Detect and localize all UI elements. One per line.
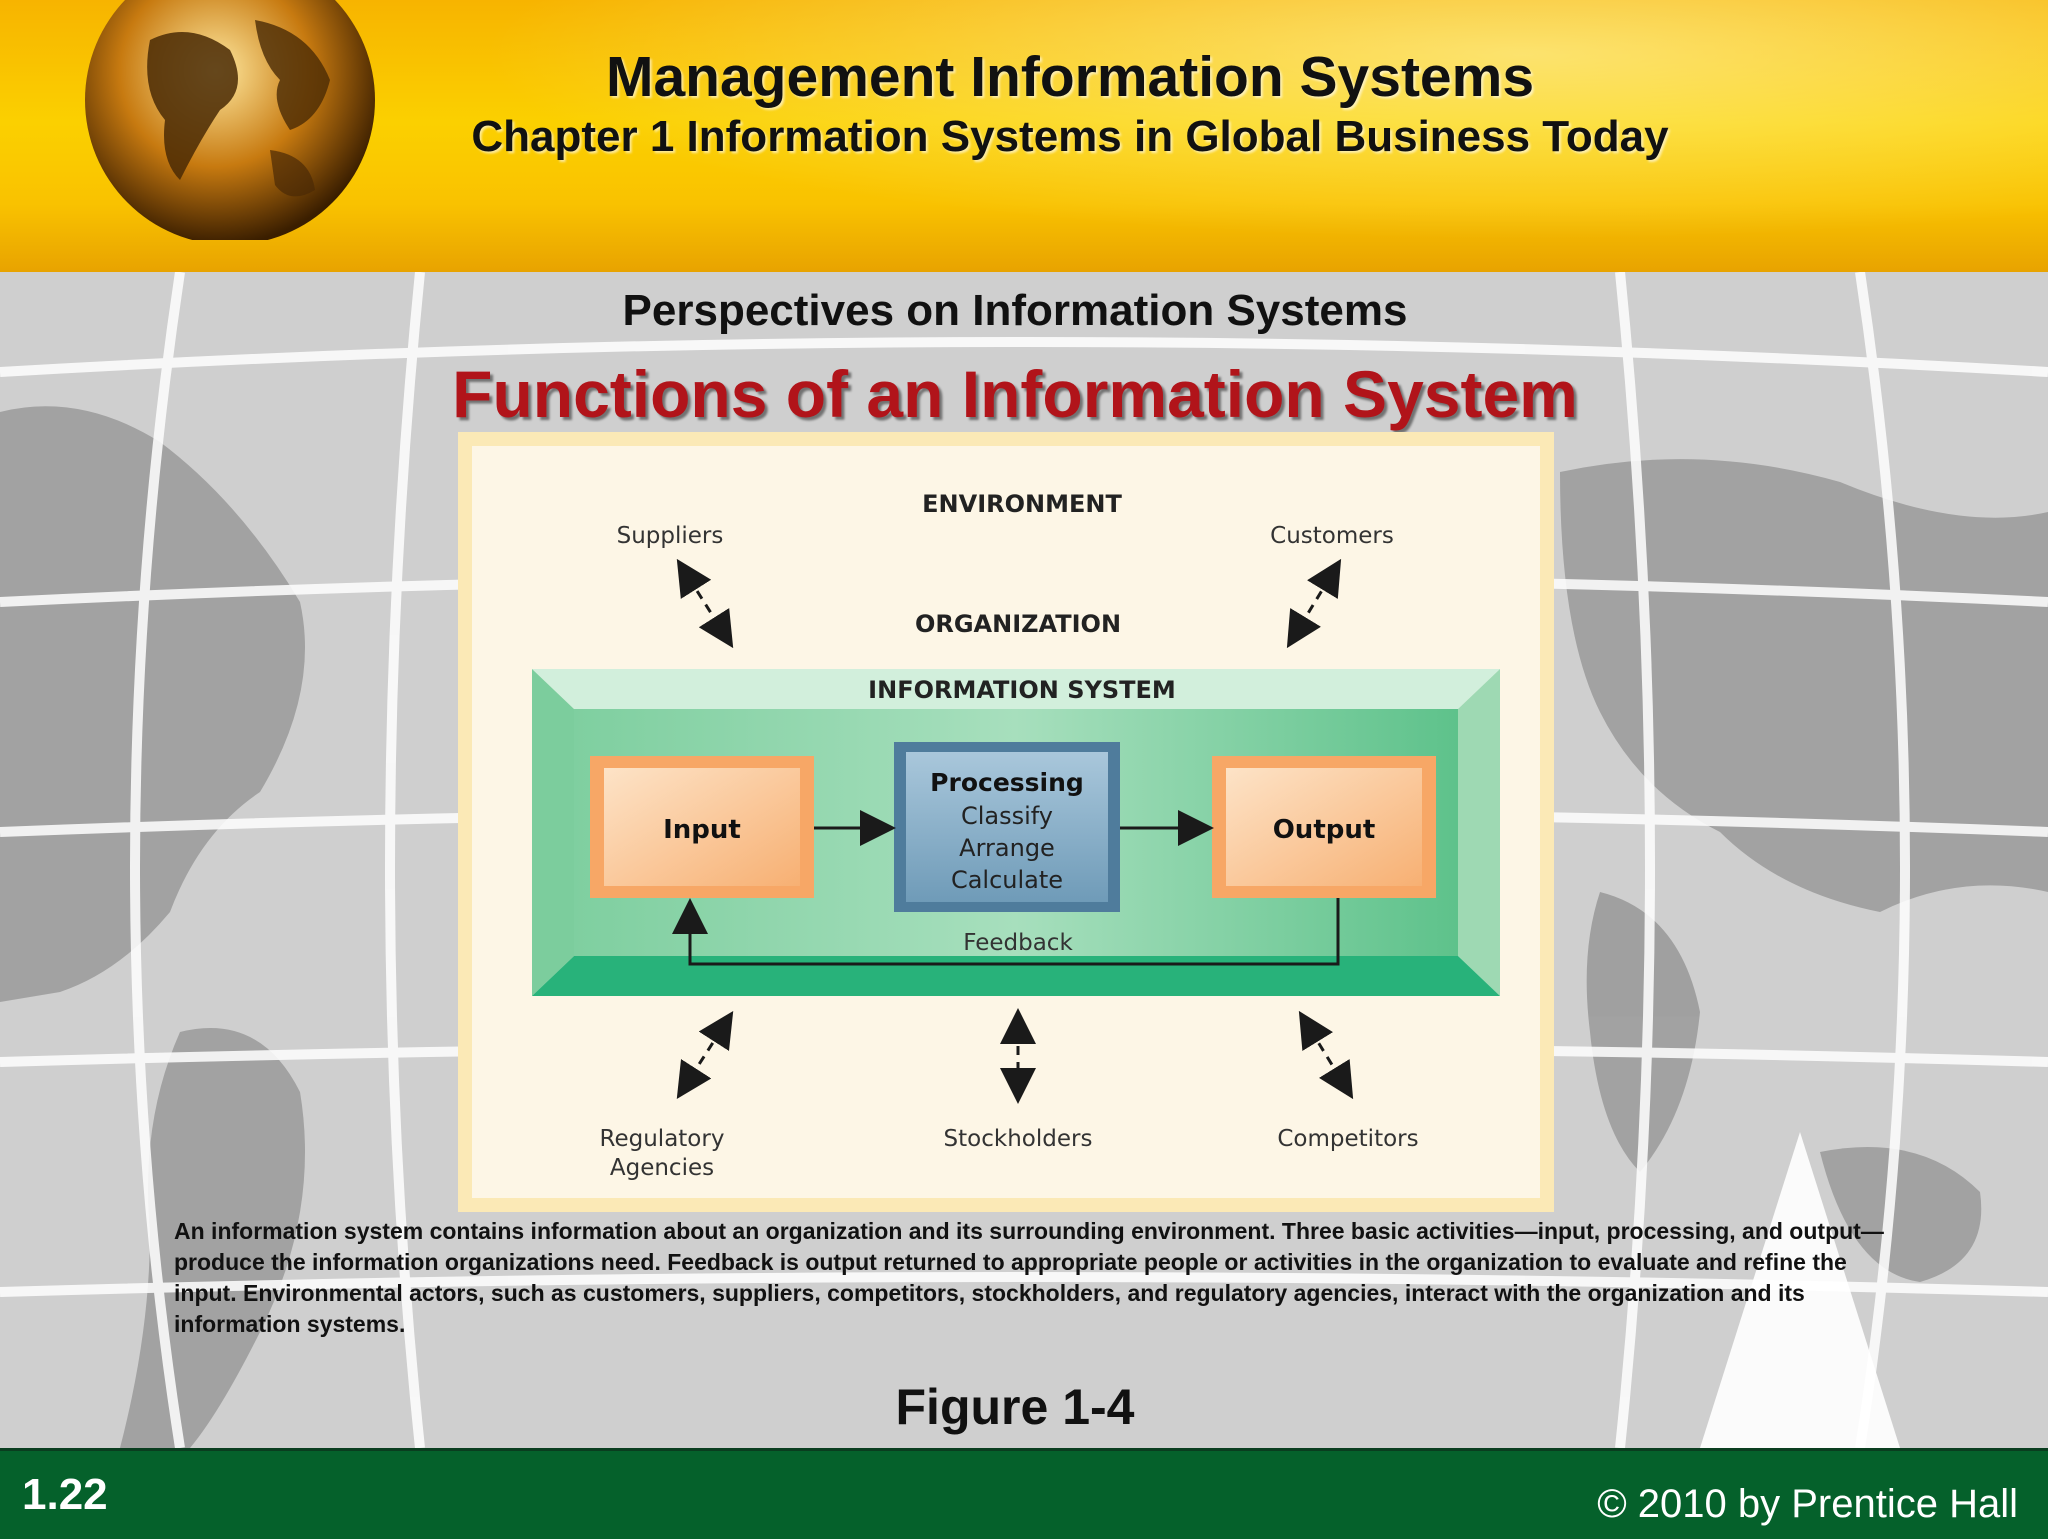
output-label: Output [1273,815,1376,845]
customers-arrow [1286,558,1342,649]
system-frame-left [532,669,574,996]
system-frame-top [532,669,1500,709]
figure-caption: An information system contains informati… [174,1218,1884,1337]
header-shine [300,0,2048,272]
input-label: Input [663,815,741,845]
chapter-title: Chapter 1 Information Systems in Global … [471,112,1669,161]
suppliers-arrow [676,558,734,649]
processing-box: Processing Classify Arrange Calculate [894,742,1120,912]
processing-step-calculate: Calculate [951,866,1063,894]
section-title: Perspectives on Information Systems [622,286,1408,335]
copyright-notice: © 2010 by Prentice Hall [1597,1482,2018,1526]
header-banner [0,0,2048,272]
figure-label: Figure 1-4 [895,1379,1135,1435]
system-frame-right [1458,669,1500,996]
actor-competitors: Competitors [1277,1126,1418,1152]
processing-label: Processing [930,768,1084,797]
regulatory-arrow [676,1010,734,1100]
actor-regulatory-line2: Agencies [610,1155,714,1181]
organization-label: ORGANIZATION [915,610,1121,638]
processing-step-arrange: Arrange [959,834,1055,862]
course-title: Management Information Systems [605,45,1535,109]
figure-panel: ENVIRONMENT Suppliers Customers ORGANIZA… [458,432,1554,1212]
slide-number: 1.22 [22,1470,108,1519]
input-box: Input [590,756,814,898]
globe-logo [85,0,375,240]
system-frame-bottom [532,956,1500,996]
world-map-background [0,272,2048,1448]
feedback-label: Feedback [963,930,1073,956]
output-box: Output [1212,756,1436,898]
information-system-diagram: ENVIRONMENT Suppliers Customers ORGANIZA… [532,490,1500,1181]
competitors-arrow [1298,1010,1354,1100]
processing-step-classify: Classify [961,802,1053,830]
footer-bar [0,1448,2048,1539]
environment-label: ENVIRONMENT [922,490,1122,518]
actor-stockholders: Stockholders [944,1126,1093,1152]
actor-customers: Customers [1270,523,1394,549]
information-system-label: INFORMATION SYSTEM [868,676,1176,704]
actor-regulatory-line1: Regulatory [600,1126,725,1152]
actor-suppliers: Suppliers [617,523,724,549]
feedback-loop-arrow [672,898,1340,966]
slide-heading: Functions of an Information System [452,357,1578,431]
